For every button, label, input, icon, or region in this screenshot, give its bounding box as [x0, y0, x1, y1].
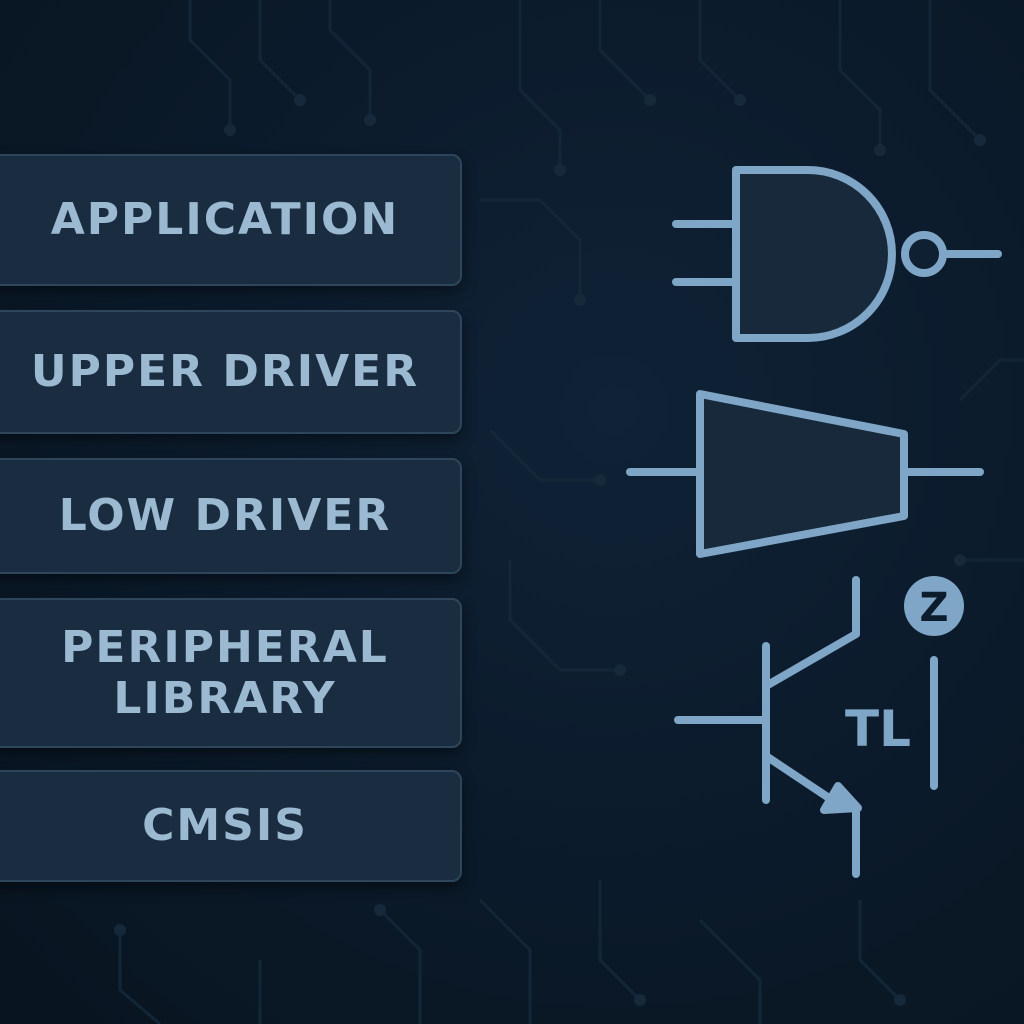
layer-label: LOW DRIVER — [58, 490, 392, 542]
layer-label-line1: PERIPHERAL — [61, 621, 389, 673]
layer-label: APPLICATION — [50, 194, 400, 246]
layer-cmsis: CMSIS — [0, 770, 462, 882]
layer-label-line2: LIBRARY — [113, 673, 337, 724]
layer-application: APPLICATION — [0, 154, 462, 286]
npn-transistor-icon — [674, 576, 862, 878]
layer-peripheral-library: PERIPHERAL LIBRARY — [0, 598, 462, 748]
z-badge-label: Z — [919, 585, 948, 631]
buffer-amplifier-icon — [626, 390, 984, 558]
layer-low-driver: LOW DRIVER — [0, 458, 462, 574]
z-badge-circle — [904, 576, 964, 636]
layer-upper-driver: UPPER DRIVER — [0, 310, 462, 434]
layer-label: UPPER DRIVER — [30, 346, 420, 398]
transistor-label: TL — [845, 700, 911, 758]
layer-label: CMSIS — [142, 800, 308, 852]
nand-gate-icon — [672, 166, 1002, 342]
